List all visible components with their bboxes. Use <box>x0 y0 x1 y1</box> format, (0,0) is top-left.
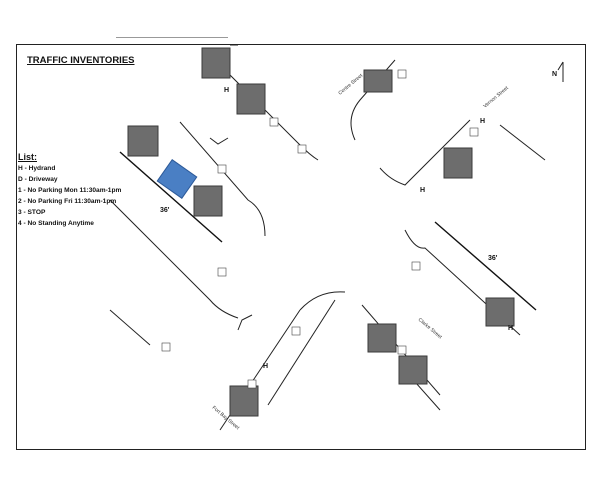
sign-box-3 <box>397 69 407 79</box>
turn-arrow-nw-icon <box>209 137 229 145</box>
sign-box-4 <box>217 164 227 174</box>
curb-n-right <box>350 59 396 141</box>
diagram-title: TRAFFIC INVENTORIES <box>27 55 135 66</box>
legend-item-no-parking-fri: 2 - No Parking Fri 11:30am-1pm <box>18 198 117 205</box>
street-label-se: Clarke Street <box>417 317 444 341</box>
sign-box-8 <box>469 127 479 137</box>
hydrant-marker-n: H <box>224 87 229 94</box>
measure-line-nw <box>119 151 223 243</box>
sign-box-9 <box>411 261 421 271</box>
hydrant-marker-ne: H <box>480 118 485 125</box>
car-n-2 <box>236 83 266 115</box>
car-e-2 <box>485 297 515 327</box>
legend-item-no-standing: 4 - No Standing Anytime <box>18 220 94 227</box>
car-se-2 <box>398 355 428 385</box>
legend-item-driveway: D - Driveway <box>18 176 58 183</box>
lot-line-e <box>499 124 546 161</box>
curb-e-lower <box>404 229 521 336</box>
legend-item-hydrant: H - Hydrand <box>18 165 56 172</box>
hydrant-marker-se: H <box>508 325 513 332</box>
hydrant-marker-s: H <box>263 363 268 370</box>
car-n-1 <box>201 47 231 79</box>
curb-nw-lower <box>109 199 239 319</box>
legend-item-stop: 3 - STOP <box>18 209 46 216</box>
car-nw-2 <box>193 185 223 217</box>
legend-item-no-parking-mon: 1 - No Parking Mon 11:30am-1pm <box>18 187 122 194</box>
sign-box-11 <box>247 379 257 389</box>
curb-e-upper <box>379 119 471 186</box>
sign-box-2 <box>297 144 307 154</box>
north-label: N <box>552 71 557 78</box>
car-se-1 <box>367 323 397 353</box>
measure-label-nw: 36' <box>160 207 170 214</box>
measure-line-e <box>434 221 537 311</box>
sign-box-5 <box>217 267 227 277</box>
car-e-1 <box>443 147 473 179</box>
legend: List: H - Hydrand D - Driveway 1 - No Pa… <box>18 151 121 229</box>
header-rule <box>116 37 228 38</box>
sign-box-1 <box>269 117 279 127</box>
lot-line-nw <box>109 309 151 346</box>
sign-box-10 <box>397 345 407 355</box>
sign-box-6 <box>161 342 171 352</box>
car-nw-1 <box>127 125 159 157</box>
car-s-1 <box>229 385 259 417</box>
north-arrow-icon <box>557 61 564 82</box>
highlighted-vehicle <box>156 159 198 199</box>
measure-label-e: 36' <box>488 255 498 262</box>
sign-box-7 <box>291 326 301 336</box>
curb-s-left <box>299 291 346 311</box>
curb-s-east <box>267 299 336 406</box>
street-label-e: Vernon Street <box>482 85 510 110</box>
hydrant-marker-e: H <box>420 187 425 194</box>
turn-arrow-sw-icon <box>237 314 253 331</box>
diagram-frame <box>16 44 586 450</box>
legend-heading: List: <box>18 152 37 162</box>
street-label-ne: Centre Street <box>337 72 364 96</box>
car-ne-1 <box>363 69 393 93</box>
curb-nw-upper <box>179 121 266 237</box>
